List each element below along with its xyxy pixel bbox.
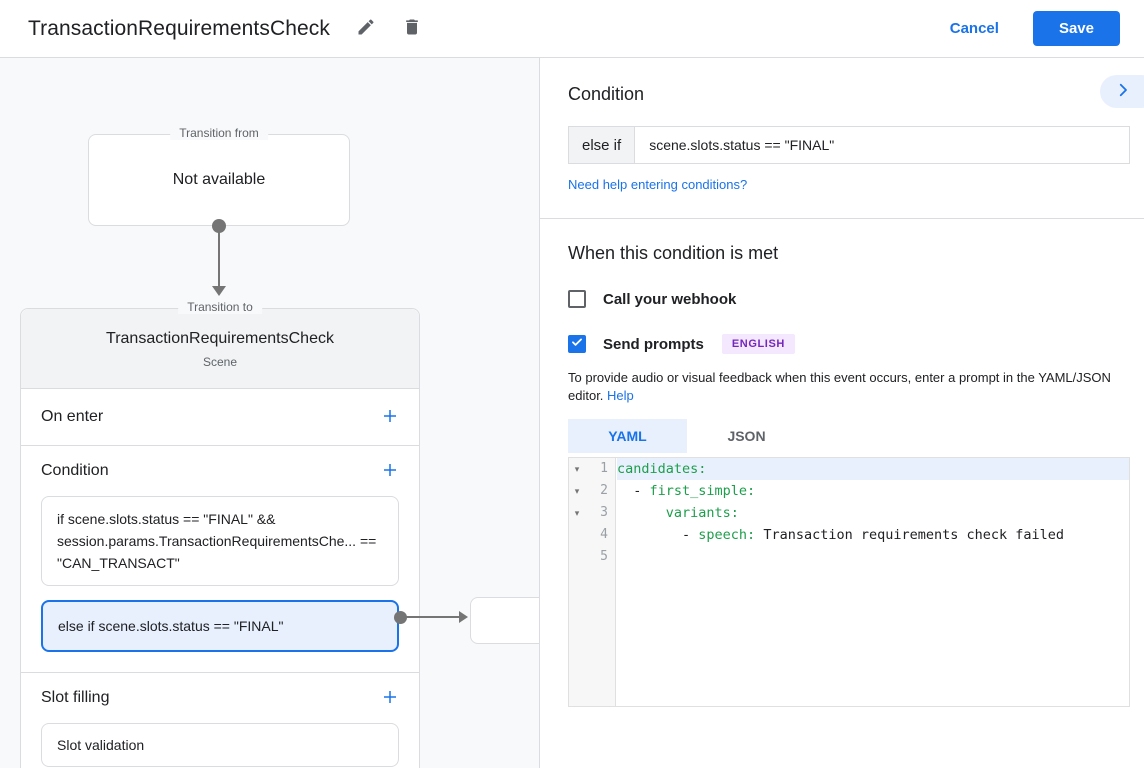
- connector-line: [218, 226, 220, 286]
- code-content: candidates:: [617, 458, 1129, 480]
- collapse-panel-button[interactable]: [1100, 75, 1144, 108]
- edit-scene-button[interactable]: [356, 17, 376, 40]
- cancel-button[interactable]: Cancel: [949, 20, 999, 37]
- line-number: 5: [600, 549, 608, 564]
- code-content: [617, 546, 1129, 568]
- trash-icon: [402, 17, 422, 40]
- checkmark-icon: [570, 335, 584, 354]
- language-badge: ENGLISH: [721, 334, 795, 354]
- plus-icon: [381, 407, 399, 428]
- fold-arrow-icon[interactable]: ▾: [574, 464, 580, 474]
- connector-dot: [394, 611, 407, 624]
- add-condition-button[interactable]: [381, 461, 399, 482]
- line-number: 4: [600, 527, 608, 542]
- condition-editor-panel: Condition else if Need help entering con…: [540, 58, 1144, 768]
- gutter-cell: 5: [569, 546, 617, 568]
- fold-arrow-icon[interactable]: ▾: [574, 508, 580, 518]
- code-line: ▾1 candidates:: [569, 458, 1129, 480]
- connector-line: [401, 616, 459, 618]
- yaml-key: first_simple:: [649, 483, 756, 499]
- condition-item-selected[interactable]: else if scene.slots.status == "FINAL": [41, 600, 399, 652]
- pencil-icon: [356, 17, 376, 40]
- condition-section: Condition if scene.slots.status == "FINA…: [21, 446, 419, 673]
- webhook-row: Call your webhook: [568, 290, 1130, 308]
- arrow-right-icon: [459, 611, 468, 623]
- top-bar: TransactionRequirementsCheck Cancel Save: [0, 0, 1144, 58]
- slot-filling-label: Slot filling: [41, 689, 110, 706]
- slot-item[interactable]: Slot validation: [41, 723, 399, 767]
- prompt-description-text: To provide audio or visual feedback when…: [568, 370, 1111, 403]
- add-slot-button[interactable]: [381, 688, 399, 709]
- code-content: - speech: Transaction requirements check…: [617, 524, 1129, 546]
- transition-from-legend: Transition from: [170, 126, 268, 140]
- editor-tabs: YAML JSON: [568, 419, 1130, 453]
- line-number: 2: [600, 483, 608, 498]
- plus-icon: [381, 688, 399, 709]
- line-number: 3: [600, 505, 608, 520]
- conditions-help-link[interactable]: Need help entering conditions?: [568, 177, 748, 192]
- condition-label: Condition: [41, 462, 109, 479]
- condition-input-section: Condition else if Need help entering con…: [540, 58, 1144, 219]
- prompt-description: To provide audio or visual feedback when…: [568, 369, 1144, 405]
- yaml-plain: -: [617, 527, 699, 543]
- transition-to-legend: Transition to: [178, 300, 262, 314]
- condition-expression-row: else if: [568, 126, 1130, 164]
- yaml-key: variants:: [665, 505, 739, 521]
- save-button[interactable]: Save: [1032, 11, 1120, 46]
- transition-target-box[interactable]: [470, 597, 539, 644]
- chevron-right-icon: [1114, 81, 1132, 102]
- add-on-enter-button[interactable]: [381, 407, 399, 428]
- tab-json[interactable]: JSON: [727, 428, 766, 444]
- slot-filling-header-row: Slot filling: [21, 673, 419, 723]
- condition-item[interactable]: if scene.slots.status == "FINAL" && sess…: [41, 496, 399, 586]
- transition-from-box: Transition from Not available: [88, 126, 350, 226]
- on-enter-label: On enter: [41, 408, 104, 425]
- transition-to-card: Transition to TransactionRequirementsChe…: [20, 300, 420, 768]
- fold-arrow-icon[interactable]: ▾: [574, 486, 580, 496]
- yaml-value: Transaction requirements check failed: [755, 527, 1065, 543]
- send-prompts-checkbox[interactable]: [568, 335, 586, 353]
- scene-type-label: Scene: [202, 355, 238, 369]
- code-content: - first_simple:: [617, 480, 1129, 502]
- yaml-code-editor[interactable]: ▾1 candidates: ▾2 - first_simple: ▾3 var…: [568, 457, 1130, 707]
- send-prompts-row: Send prompts ENGLISH: [568, 334, 1130, 354]
- yaml-key: speech:: [698, 527, 756, 543]
- code-line: 5: [569, 546, 1129, 568]
- when-condition-met-section: When this condition is met Call your web…: [540, 219, 1144, 707]
- transition-from-content: Not available: [172, 171, 266, 188]
- condition-prefix-label: else if: [568, 126, 635, 164]
- plus-icon: [381, 461, 399, 482]
- gutter-cell: ▾3: [569, 502, 617, 524]
- code-line: ▾2 - first_simple:: [569, 480, 1129, 502]
- yaml-plain: [617, 505, 666, 521]
- page-title: TransactionRequirementsCheck: [28, 16, 330, 40]
- tab-yaml[interactable]: YAML: [568, 419, 687, 453]
- code-content: variants:: [617, 502, 1129, 524]
- slot-filling-section: Slot filling Slot validation Transaction…: [21, 673, 419, 768]
- yaml-plain: -: [617, 483, 650, 499]
- delete-scene-button[interactable]: [402, 17, 422, 40]
- call-webhook-checkbox[interactable]: [568, 290, 586, 308]
- condition-header-row: Condition: [21, 446, 419, 496]
- on-enter-row: On enter: [21, 389, 419, 446]
- scene-name: TransactionRequirementsCheck: [106, 330, 334, 347]
- scene-flow-canvas: Transition from Not available Transition…: [0, 58, 540, 768]
- help-link[interactable]: Help: [607, 388, 634, 403]
- when-met-title: When this condition is met: [568, 243, 779, 263]
- line-number: 1: [600, 461, 608, 476]
- condition-expression-input[interactable]: [634, 126, 1130, 164]
- code-line: ▾3 variants:: [569, 502, 1129, 524]
- gutter-cell: ▾1: [569, 458, 617, 480]
- call-webhook-label: Call your webhook: [603, 290, 737, 308]
- panel-title: Condition: [568, 84, 645, 104]
- code-line: 4 - speech: Transaction requirements che…: [569, 524, 1129, 546]
- editor-gutter: [569, 458, 616, 706]
- send-prompts-label: Send prompts: [603, 335, 704, 353]
- scene-header: TransactionRequirementsCheck Scene: [21, 309, 419, 389]
- gutter-cell: 4: [569, 524, 617, 546]
- arrow-down-icon: [212, 286, 226, 296]
- yaml-key: candidates:: [617, 461, 707, 477]
- gutter-cell: ▾2: [569, 480, 617, 502]
